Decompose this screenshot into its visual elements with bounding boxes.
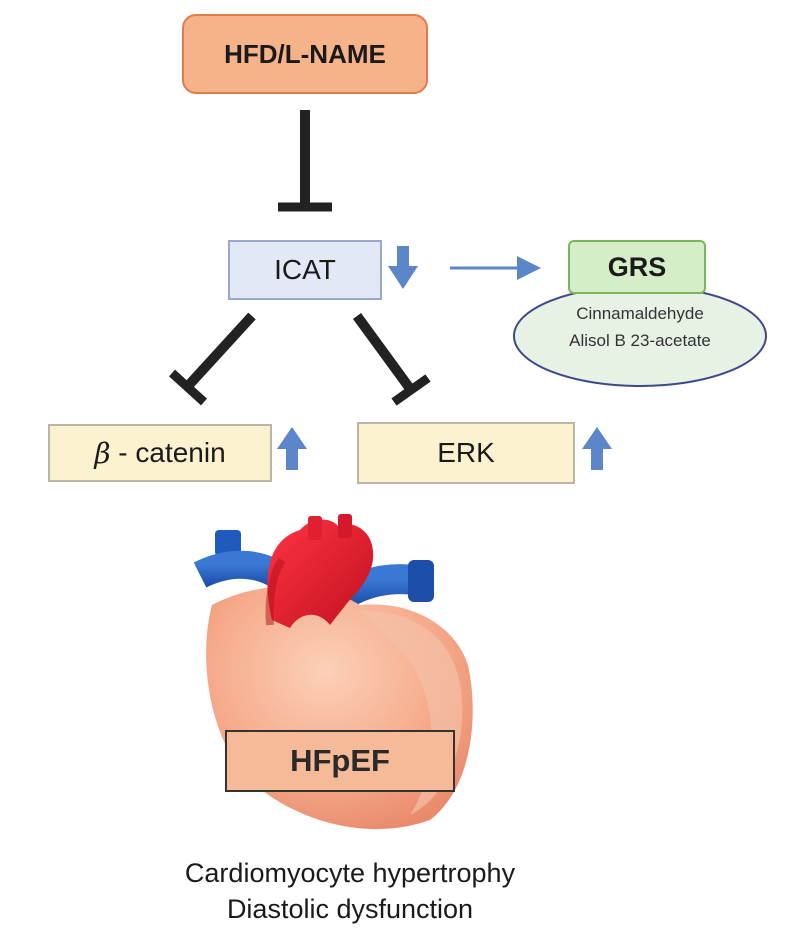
compound-list: Cinnamaldehyde Alisol B 23-acetate (515, 300, 765, 354)
icat-node: ICAT (228, 240, 382, 300)
erk-label: ERK (437, 437, 495, 468)
inhibit-icat-beta-catenin (168, 312, 256, 406)
grs-node: GRS (568, 240, 706, 294)
beta-catenin-label: - catenin (110, 437, 226, 468)
outcome-line-1: Cardiomyocyte hypertrophy (184, 858, 516, 888)
inhibit-hfd-icat (278, 110, 332, 212)
up-arrow-icon (277, 427, 307, 470)
beta-symbol: β (94, 436, 111, 470)
compound-alisol: Alisol B 23-acetate (569, 331, 711, 350)
hfd-l-name-node: HFD/L-NAME (182, 14, 428, 94)
outcome-line-2: Diastolic dysfunction (226, 894, 474, 924)
erk-node: ERK (357, 422, 575, 484)
hfpef-node: HFpEF (225, 730, 455, 792)
outcome-text: Cardiomyocyte hypertrophy Diastolic dysf… (80, 855, 620, 927)
compound-cinnamaldehyde: Cinnamaldehyde (576, 304, 704, 323)
icat-label: ICAT (274, 254, 336, 285)
hfd-l-name-label: HFD/L-NAME (224, 38, 386, 69)
down-arrow-icon (388, 246, 418, 289)
up-arrow-icon (582, 427, 612, 470)
beta-catenin-node: β - catenin (48, 424, 272, 482)
grs-label: GRS (607, 251, 667, 282)
hfpef-label: HFpEF (290, 743, 390, 778)
inhibit-icat-erk (352, 313, 431, 406)
